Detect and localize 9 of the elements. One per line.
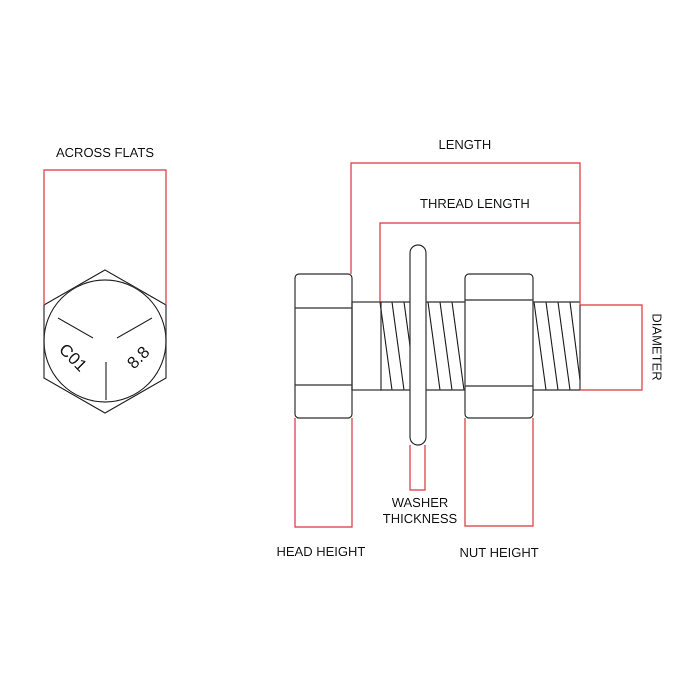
- dimension-label: NUT HEIGHT: [460, 545, 539, 561]
- dimension-label: ACROSS FLATS: [56, 145, 154, 161]
- dimension-label: HEAD HEIGHT: [276, 544, 366, 560]
- dimension-label: LENGTH: [438, 137, 492, 153]
- head-marking: C01: [55, 341, 89, 375]
- dimension-label: DIAMETER: [648, 313, 664, 381]
- head-marking: 8.8: [124, 344, 153, 372]
- dimension-label: THREAD LENGTH: [420, 196, 530, 212]
- dimension-label: WASHER THICKNESS: [382, 495, 458, 527]
